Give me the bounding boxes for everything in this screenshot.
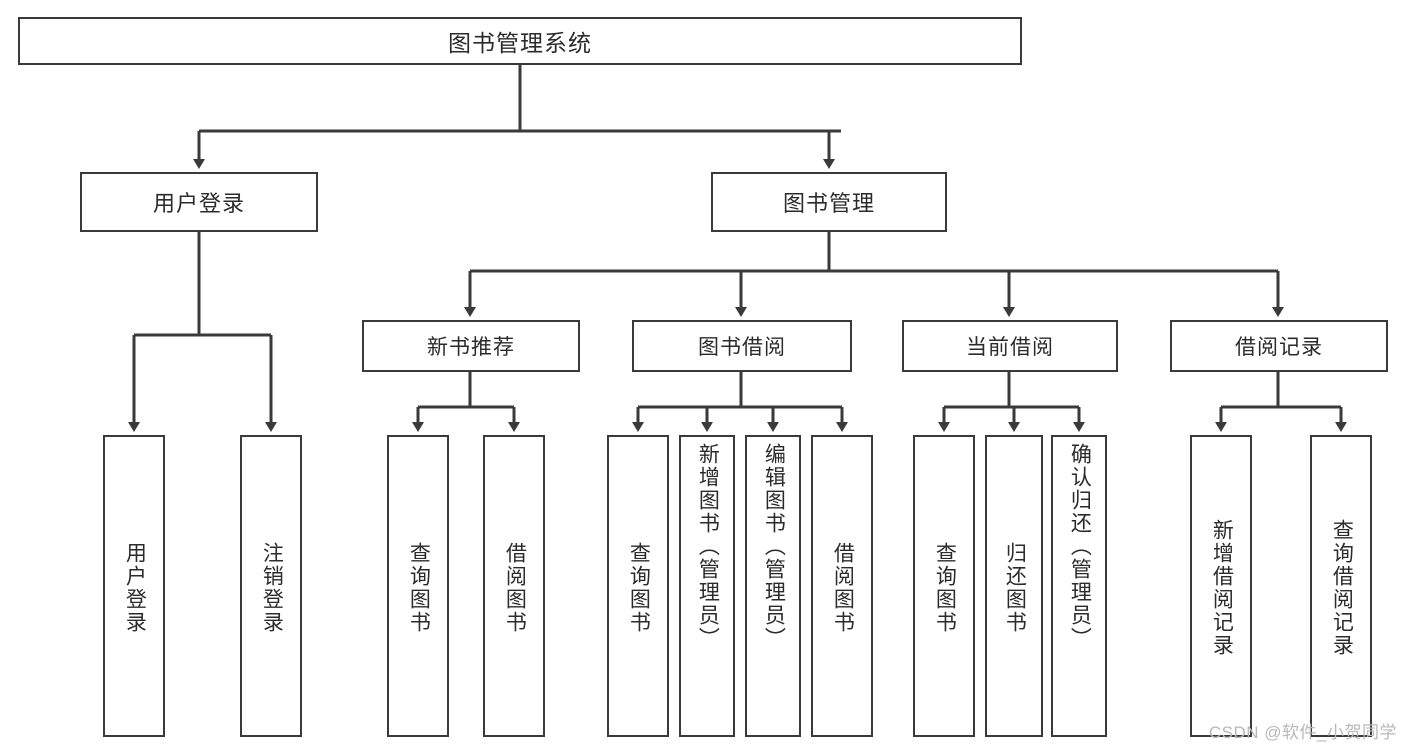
node-book-borrow-label: 图书借阅 xyxy=(698,336,786,359)
node-book-borrow[interactable]: 图书借阅 xyxy=(632,320,852,372)
leaf-edit-book-admin-wrap: 编辑图书（管理员） xyxy=(747,441,799,735)
node-book-management-label: 图书管理 xyxy=(782,191,875,216)
leaf-query-book-recommend-label: 查询图书 xyxy=(407,542,431,634)
leaf-borrow-book-recommend-label: 借阅图书 xyxy=(503,542,527,634)
leaf-borrow-book-borrow-wrap: 借阅图书 xyxy=(813,441,871,735)
leaf-add-book-admin-wrap: 新增图书（管理员） xyxy=(681,441,733,735)
node-leaf-add-book-admin[interactable]: 新增图书（管理员） xyxy=(679,435,735,737)
leaf-add-borrow-record-label: 新增借阅记录 xyxy=(1210,519,1234,657)
leaf-borrow-book-borrow-label: 借阅图书 xyxy=(831,542,855,634)
node-leaf-confirm-return-admin[interactable]: 确认归还（管理员） xyxy=(1051,435,1107,737)
leaf-edit-book-admin-label: 编辑图书（管理员） xyxy=(762,443,786,650)
leaf-query-book-borrow-wrap: 查询图书 xyxy=(609,441,667,735)
csdn-watermark: CSDN @软件_小贺同学 xyxy=(1208,723,1397,742)
leaf-query-borrow-record-wrap: 查询借阅记录 xyxy=(1312,441,1370,735)
node-user-login-label: 用户登录 xyxy=(152,191,245,216)
node-leaf-add-borrow-record[interactable]: 新增借阅记录 xyxy=(1190,435,1252,737)
leaf-query-book-recommend-wrap: 查询图书 xyxy=(389,441,447,735)
leaf-borrow-book-recommend-wrap: 借阅图书 xyxy=(485,441,543,735)
node-new-book-recommend-label: 新书推荐 xyxy=(427,336,515,359)
node-leaf-user-login[interactable]: 用户登录 xyxy=(103,435,165,737)
leaf-add-book-admin-label: 新增图书（管理员） xyxy=(696,443,720,650)
node-leaf-query-borrow-record[interactable]: 查询借阅记录 xyxy=(1310,435,1372,737)
leaf-query-borrow-record-label: 查询借阅记录 xyxy=(1330,519,1354,657)
leaf-add-borrow-record-wrap: 新增借阅记录 xyxy=(1192,441,1250,735)
leaf-query-book-current-label: 查询图书 xyxy=(933,542,957,634)
leaf-confirm-return-admin-label: 确认归还（管理员） xyxy=(1068,443,1092,650)
node-leaf-borrow-book-borrow[interactable]: 借阅图书 xyxy=(811,435,873,737)
node-leaf-logout[interactable]: 注销登录 xyxy=(240,435,302,737)
node-leaf-query-book-borrow[interactable]: 查询图书 xyxy=(607,435,669,737)
node-leaf-edit-book-admin[interactable]: 编辑图书（管理员） xyxy=(745,435,801,737)
node-leaf-borrow-book-recommend[interactable]: 借阅图书 xyxy=(483,435,545,737)
node-user-login[interactable]: 用户登录 xyxy=(80,172,318,232)
node-current-borrow[interactable]: 当前借阅 xyxy=(902,320,1118,372)
leaf-user-login-label: 用户登录 xyxy=(123,542,147,634)
leaf-logout-label: 注销登录 xyxy=(260,542,284,634)
node-new-book-recommend[interactable]: 新书推荐 xyxy=(362,320,580,372)
node-root-label: 图书管理系统 xyxy=(448,30,592,56)
leaf-return-book-wrap: 归还图书 xyxy=(987,441,1041,735)
node-leaf-query-book-recommend[interactable]: 查询图书 xyxy=(387,435,449,737)
node-root[interactable]: 图书管理系统 xyxy=(18,17,1022,65)
leaf-query-book-borrow-label: 查询图书 xyxy=(627,542,651,634)
node-book-management[interactable]: 图书管理 xyxy=(711,172,947,232)
leaf-user-login-wrap: 用户登录 xyxy=(105,441,163,735)
node-leaf-return-book[interactable]: 归还图书 xyxy=(985,435,1043,737)
leaf-return-book-label: 归还图书 xyxy=(1003,542,1027,634)
node-leaf-query-book-current[interactable]: 查询图书 xyxy=(913,435,975,737)
leaf-logout-wrap: 注销登录 xyxy=(242,441,300,735)
leaf-query-book-current-wrap: 查询图书 xyxy=(915,441,973,735)
leaf-confirm-return-admin-wrap: 确认归还（管理员） xyxy=(1053,441,1105,735)
node-current-borrow-label: 当前借阅 xyxy=(966,336,1054,359)
node-borrow-record-label: 借阅记录 xyxy=(1235,336,1323,359)
node-borrow-record[interactable]: 借阅记录 xyxy=(1170,320,1388,372)
